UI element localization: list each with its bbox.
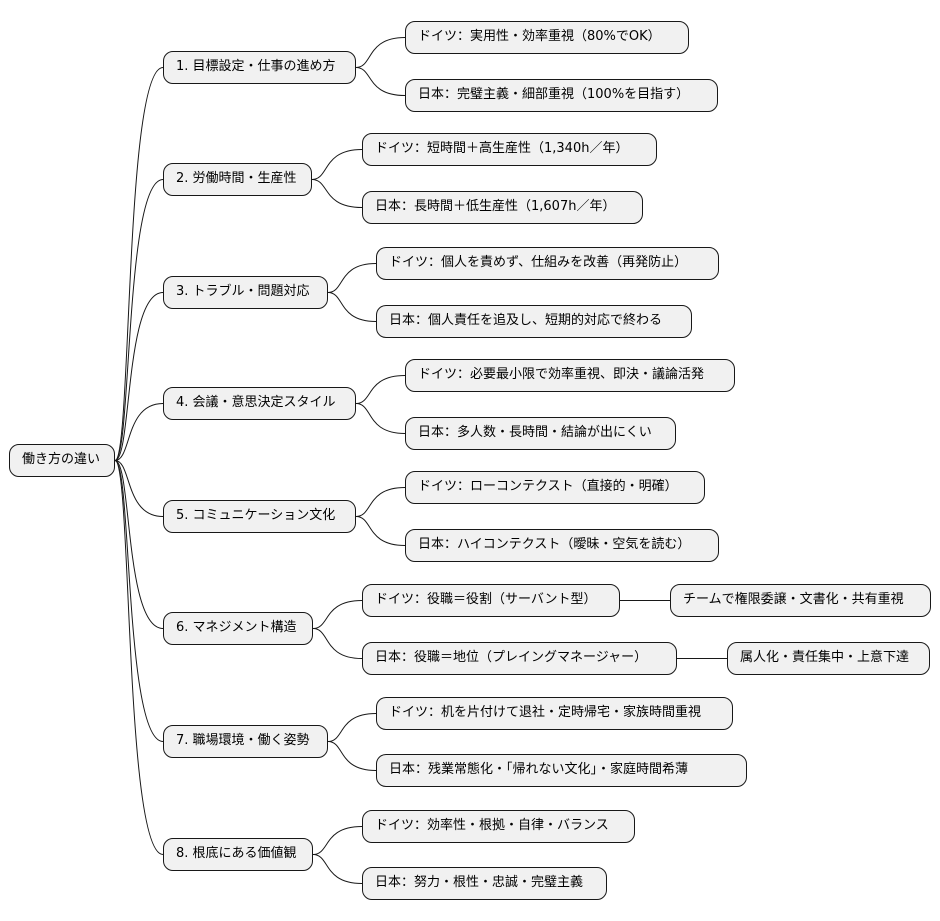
connector	[327, 263, 377, 293]
category-5-node: 5. コミュニケーション文化	[163, 500, 356, 533]
category-5-japan-node: 日本：ハイコンテクスト（曖昧・空気を読む）	[405, 529, 719, 562]
category-7-japan-node: 日本：残業常態化・「帰れない文化」・家庭時間希薄	[376, 754, 747, 787]
category-1-node: 1. 目標設定・仕事の進め方	[163, 51, 356, 84]
connector	[312, 826, 363, 855]
connector	[114, 179, 164, 461]
connector	[355, 487, 406, 517]
connector	[355, 375, 406, 404]
connector	[311, 149, 363, 180]
category-4-germany-node: ドイツ：必要最小限で効率重視、即決・議論活発	[405, 359, 735, 392]
category-6-germany-detail-node: チームで権限委譲・文書化・共有重視	[670, 584, 931, 617]
connector	[327, 713, 377, 742]
connector	[355, 403, 406, 434]
connector	[327, 741, 377, 771]
connector	[114, 403, 164, 461]
category-7-germany-node: ドイツ：机を片付けて退社・定時帰宅・家族時間重視	[376, 697, 733, 730]
root-node: 働き方の違い	[9, 444, 115, 477]
category-3-node: 3. トラブル・問題対応	[163, 276, 328, 309]
connector	[114, 460, 164, 742]
category-6-node: 6. マネジメント構造	[163, 612, 313, 645]
category-8-node: 8. 根底にある価値観	[163, 838, 313, 871]
category-2-germany-node: ドイツ：短時間＋高生産性（1,340h／年）	[362, 133, 657, 166]
connector	[114, 460, 164, 517]
category-3-japan-node: 日本：個人責任を追及し、短期的対応で終わる	[376, 305, 692, 338]
category-8-germany-node: ドイツ：効率性・根拠・自律・バランス	[362, 810, 635, 843]
connector	[114, 460, 164, 629]
connector	[355, 67, 406, 96]
connector	[312, 628, 363, 659]
category-4-node: 4. 会議・意思決定スタイル	[163, 387, 356, 420]
category-5-germany-node: ドイツ：ローコンテクスト（直接的・明確）	[405, 471, 705, 504]
category-2-node: 2. 労働時間・生産性	[163, 163, 312, 196]
connector	[114, 292, 164, 461]
connector	[114, 67, 164, 461]
category-1-japan-node: 日本：完璧主義・細部重視（100%を目指す）	[405, 79, 718, 112]
category-6-germany-node: ドイツ：役職＝役割（サーバント型）	[362, 584, 620, 617]
category-2-japan-node: 日本：長時間＋低生産性（1,607h／年）	[362, 191, 643, 224]
connector	[311, 179, 363, 208]
connector	[312, 600, 363, 629]
connector	[312, 854, 363, 884]
connector	[327, 292, 377, 322]
category-1-germany-node: ドイツ：実用性・効率重視（80%でOK）	[405, 21, 689, 54]
category-4-japan-node: 日本：多人数・長時間・結論が出にくい	[405, 417, 676, 450]
category-6-japan-node: 日本：役職＝地位（プレイングマネージャー）	[362, 642, 677, 675]
category-6-japan-detail-node: 属人化・責任集中・上意下達	[727, 642, 930, 675]
connector	[355, 516, 406, 546]
category-3-germany-node: ドイツ：個人を責めず、仕組みを改善（再発防止）	[376, 247, 719, 280]
category-8-japan-node: 日本：努力・根性・忠誠・完璧主義	[362, 867, 607, 900]
category-7-node: 7. 職場環境・働く姿勢	[163, 725, 328, 758]
connector	[114, 460, 164, 855]
connector	[355, 37, 406, 68]
